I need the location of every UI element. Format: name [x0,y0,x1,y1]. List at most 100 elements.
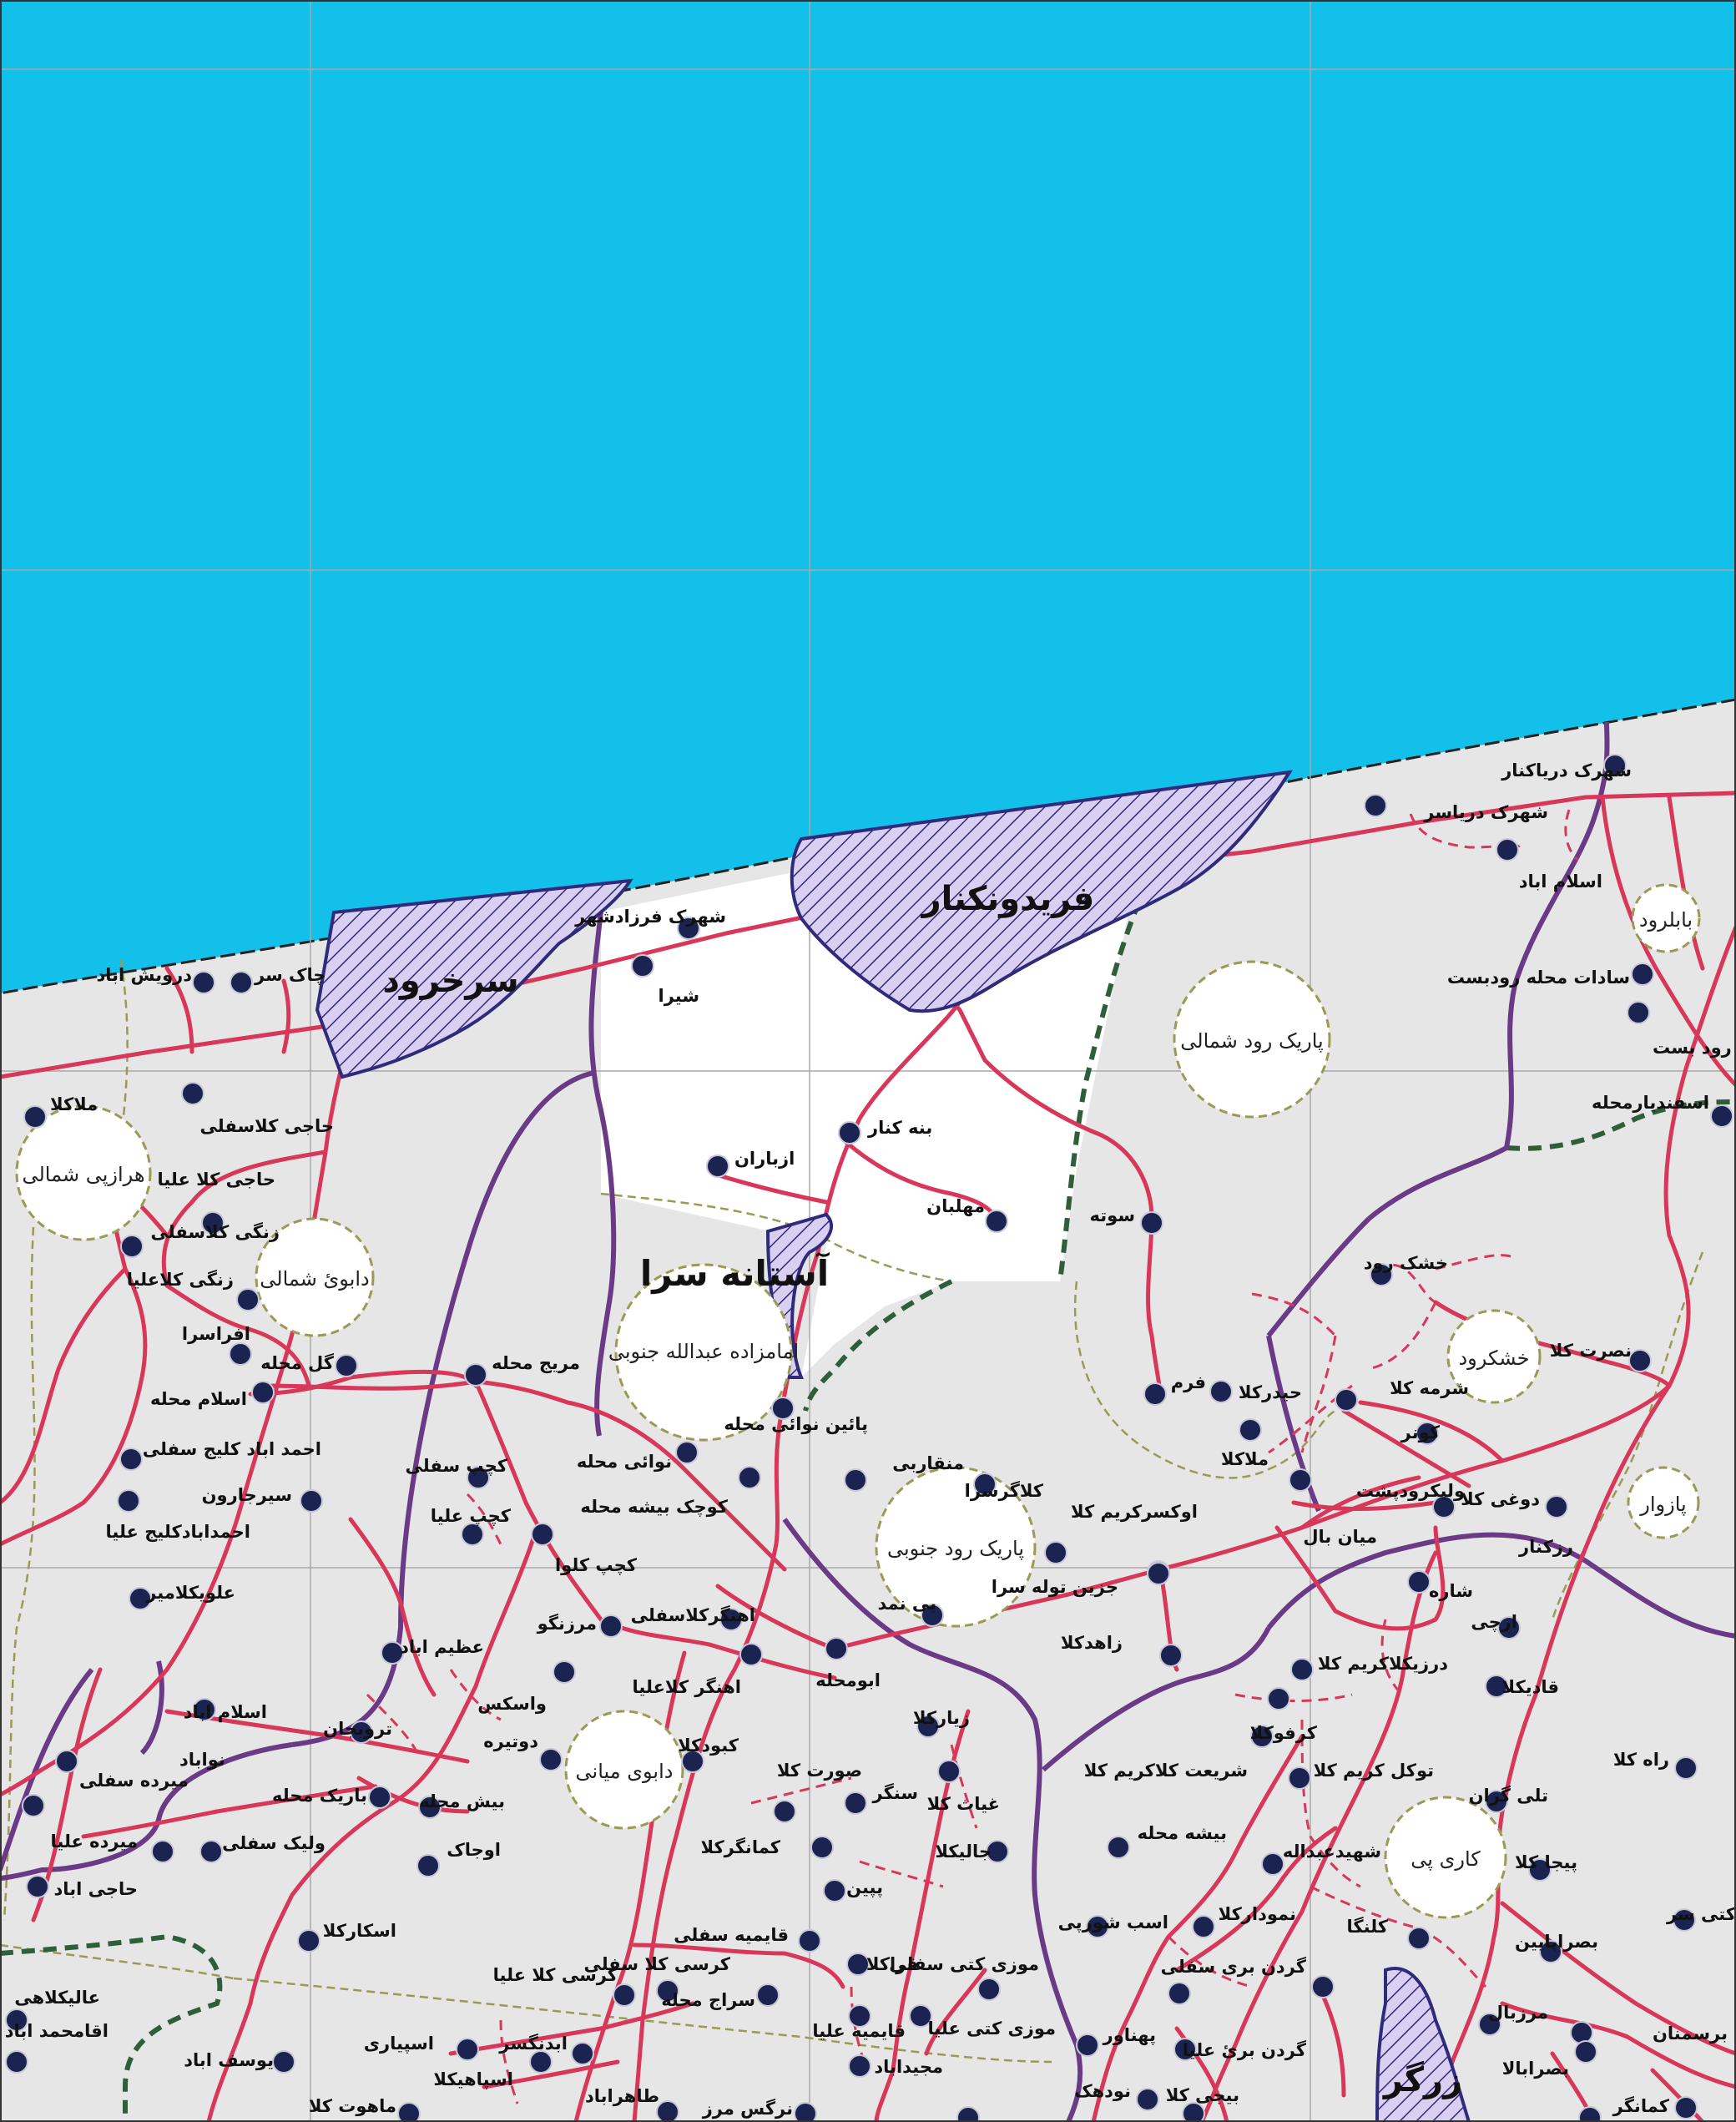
village-dot[interactable] [1311,1975,1335,1998]
village-dot[interactable] [571,2042,594,2065]
village-dot[interactable] [1432,1495,1456,1518]
village-dot[interactable] [397,2102,421,2122]
village-dot[interactable] [120,1235,144,1258]
village-dot[interactable] [1261,1852,1284,1876]
village-dot[interactable] [794,2102,817,2122]
village-dot[interactable] [921,1604,944,1627]
village-dot[interactable] [418,1796,442,1819]
village-dot[interactable] [181,1082,204,1105]
village-dot[interactable] [844,1791,867,1815]
village-dot[interactable] [1574,2040,1597,2064]
village-dot[interactable] [739,1643,763,1666]
village-dot[interactable] [1209,1380,1233,1403]
village-dot[interactable] [823,1879,846,1902]
village-dot[interactable] [272,2050,295,2074]
village-dot[interactable] [825,1637,848,1660]
village-dot[interactable] [1631,962,1654,986]
village-dot[interactable] [719,1608,743,1631]
village-dot[interactable] [681,1750,704,1773]
village-dot[interactable] [529,2050,553,2074]
village-dot[interactable] [467,1466,490,1489]
village-dot[interactable] [229,1342,252,1366]
village-dot[interactable] [1107,1836,1130,1859]
village-dot[interactable] [738,1466,761,1489]
village-dot[interactable] [1159,1644,1183,1667]
village-dot[interactable] [151,1840,174,1863]
village-dot[interactable] [986,1840,1009,1863]
village-dot[interactable] [1250,1725,1274,1748]
village-dot[interactable] [613,1983,636,2007]
village-dot[interactable] [26,1875,49,1898]
village-dot[interactable] [1370,1263,1393,1286]
village-dot[interactable] [1192,1915,1215,1938]
village-dot[interactable] [916,1715,940,1738]
village-dot[interactable] [1143,1382,1167,1406]
village-dot[interactable] [416,1854,440,1877]
village-dot[interactable] [1182,2102,1205,2122]
village-dot[interactable] [599,1614,623,1638]
village-dot[interactable] [973,1473,997,1496]
village-dot[interactable] [461,1523,484,1546]
village-dot[interactable] [1485,1675,1508,1698]
village-dot[interactable] [1044,1541,1067,1564]
village-dot[interactable] [199,1840,223,1863]
village-dot[interactable] [350,1720,373,1744]
village-dot[interactable] [1497,1616,1521,1639]
village-dot[interactable] [1267,1687,1290,1710]
village-dot[interactable] [1416,1422,1439,1445]
village-dot[interactable] [1578,2106,1602,2122]
village-dot[interactable] [1627,1001,1650,1024]
village-dot[interactable] [1335,1388,1358,1412]
village-dot[interactable] [656,1979,679,2003]
village-dot[interactable] [1539,1940,1562,1963]
village-dot[interactable] [848,2054,871,2078]
village-dot[interactable] [1364,794,1387,817]
village-dot[interactable] [1136,2088,1159,2111]
village-dot[interactable] [1288,1766,1311,1790]
village-dot[interactable] [1140,1211,1163,1235]
village-dot[interactable] [909,2004,932,2028]
village-dot[interactable] [677,917,700,940]
village-dot[interactable] [1603,754,1627,777]
village-dot[interactable] [798,1929,821,1953]
village-dot[interactable] [773,1800,796,1823]
village-dot[interactable] [335,1354,358,1377]
village-dot[interactable] [985,1210,1008,1233]
village-dot[interactable] [1147,1562,1170,1585]
village-dot[interactable] [810,1836,834,1859]
village-dot[interactable] [456,2038,479,2061]
village-dot[interactable] [956,2106,980,2122]
village-dot[interactable] [1674,2096,1698,2119]
village-dot[interactable] [5,2008,28,2032]
village-dot[interactable] [1290,1658,1314,1681]
village-dot[interactable] [1496,838,1519,861]
village-dot[interactable] [5,2050,28,2074]
village-dot[interactable] [1528,1858,1552,1882]
village-dot[interactable] [1168,1982,1191,2005]
village-dot[interactable] [251,1381,275,1404]
village-dot[interactable] [631,954,654,978]
village-dot[interactable] [1407,1570,1431,1594]
village-dot[interactable] [656,2100,679,2122]
village-dot[interactable] [539,1748,563,1771]
village-dot[interactable] [1485,1790,1508,1813]
village-dot[interactable] [297,1929,320,1953]
village-dot[interactable] [192,971,215,994]
village-dot[interactable] [236,1288,260,1311]
village-dot[interactable] [193,1698,216,1721]
village-dot[interactable] [22,1794,45,1817]
village-dot[interactable] [1674,1756,1698,1780]
village-dot[interactable] [1289,1468,1312,1492]
village-dot[interactable] [1545,1495,1568,1518]
village-dot[interactable] [201,1211,225,1235]
village-dot[interactable] [844,1468,867,1492]
village-dot[interactable] [55,1750,78,1773]
village-dot[interactable] [756,1983,780,2007]
village-dot[interactable] [531,1523,554,1546]
village-dot[interactable] [838,1121,861,1144]
village-dot[interactable] [937,1760,961,1783]
village-dot[interactable] [848,2004,871,2028]
village-dot[interactable] [23,1105,47,1129]
village-dot[interactable] [1086,1915,1109,1938]
village-dot[interactable] [553,1660,576,1684]
